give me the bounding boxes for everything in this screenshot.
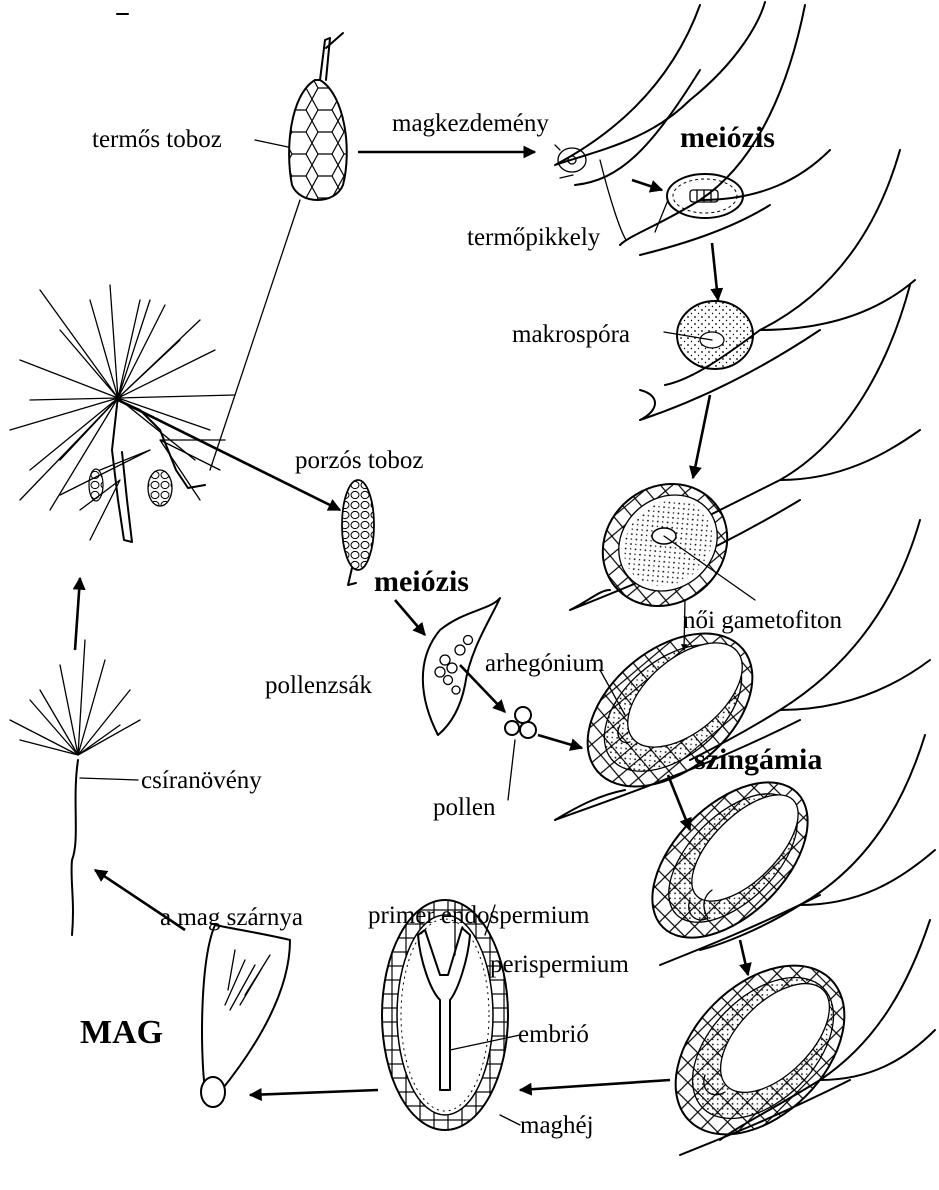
arrow-to-meiosis-ovule — [632, 180, 662, 190]
label-pollen-sac: pollenzsák — [265, 673, 372, 698]
arrow-ovule-to-seed — [520, 1080, 670, 1090]
label-megaspore: makrospóra — [512, 322, 630, 347]
label-male-cone: porzós toboz — [295, 448, 423, 473]
label-pollen: pollen — [433, 795, 496, 820]
arrow-seedling-to-tree — [75, 578, 80, 650]
label-ovuliferous-scale: termőpikkely — [467, 225, 600, 250]
label-primary-endosperm: primer endospermium — [368, 903, 589, 928]
winged-seed-drawing — [201, 925, 290, 1107]
label-meiosis-1: meiózis — [680, 123, 775, 153]
arrow-to-megaspore — [712, 243, 718, 300]
label-syngamy: szingámia — [694, 745, 822, 775]
label-seed-coat: maghéj — [520, 1113, 594, 1138]
female-cone-drawing — [255, 33, 347, 200]
arrow-pollen-to-ovule — [538, 735, 582, 748]
label-seed: MAG — [80, 1016, 163, 1050]
seed-section-drawing — [382, 900, 520, 1130]
arrow-to-female-cone — [210, 200, 300, 470]
seedling-drawing — [10, 640, 140, 935]
pollen-grain-drawing — [505, 707, 536, 800]
male-cone-drawing — [342, 480, 374, 585]
label-seedling: csíranövény — [141, 768, 262, 793]
label-meiosis-2: meiózis — [374, 567, 469, 597]
ovule-scale-7 — [643, 920, 935, 1167]
label-ovule: magkezdemény — [392, 111, 549, 136]
label-seed-wing: a mag szárnya — [160, 905, 303, 930]
label-female-cone: termős toboz — [92, 127, 222, 152]
ovule-scale-1 — [555, 2, 765, 185]
arrow-fertilization — [668, 775, 690, 830]
label-female-gametophyte: női gametofiton — [683, 608, 842, 633]
arrow-to-mature-ovule — [740, 940, 748, 975]
arrow-seed-to-wing — [250, 1090, 378, 1095]
label-archegonium: arhegónium — [485, 651, 604, 676]
pine-branch-drawing — [10, 285, 235, 542]
arrow-to-pollen-sac — [395, 600, 425, 635]
arrow-to-gametophyte — [693, 395, 710, 478]
label-embryo: embrió — [518, 1022, 589, 1047]
label-perisperm: perispermium — [490, 952, 629, 977]
